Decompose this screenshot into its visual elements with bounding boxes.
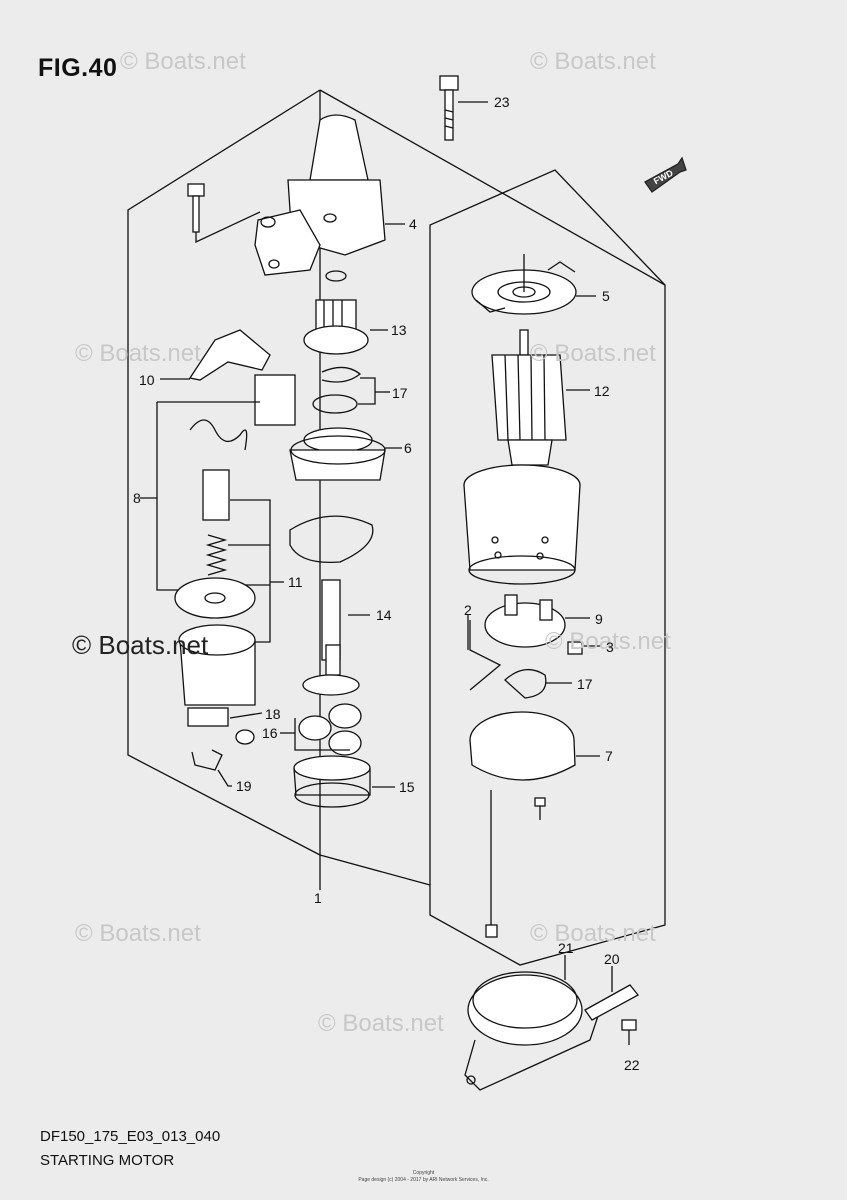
pinion-13-part[interactable] bbox=[303, 299, 369, 355]
callout-11[interactable]: 11 bbox=[288, 574, 303, 590]
center-watermark: © Boats.net bbox=[72, 630, 209, 660]
yoke-part[interactable] bbox=[463, 464, 581, 585]
small-bolt-part[interactable] bbox=[187, 183, 205, 233]
watermark: © Boats.net bbox=[530, 920, 656, 947]
solenoid-plate-part[interactable] bbox=[174, 577, 256, 619]
lever-10-part[interactable] bbox=[188, 329, 271, 381]
assembly-frame bbox=[127, 89, 321, 857]
terminal-bracket-20-part[interactable] bbox=[584, 984, 639, 1021]
callout-20[interactable]: 20 bbox=[604, 951, 620, 967]
callout-21[interactable]: 21 bbox=[558, 940, 574, 956]
washer-lower-17-part[interactable] bbox=[504, 668, 547, 699]
solenoid-bracket-part[interactable] bbox=[189, 374, 296, 451]
band-21-part[interactable] bbox=[464, 971, 601, 1091]
callout-18[interactable]: 18 bbox=[265, 706, 281, 722]
spring-part[interactable] bbox=[205, 534, 228, 576]
end-frame-7-part[interactable] bbox=[469, 711, 576, 781]
watermark: © Boats.net bbox=[75, 920, 201, 947]
armature-12-part[interactable] bbox=[491, 329, 567, 466]
nut-part[interactable] bbox=[235, 729, 255, 745]
watermark: © Boats.net bbox=[545, 628, 671, 655]
inner-frame bbox=[429, 169, 666, 885]
watermark: © Boats.net bbox=[318, 1010, 444, 1037]
shaft-14-part[interactable] bbox=[302, 579, 360, 696]
watermark: © Boats.net bbox=[530, 48, 656, 75]
callout-12[interactable]: 12 bbox=[594, 383, 610, 399]
callout-15[interactable]: 15 bbox=[399, 779, 415, 795]
through-bolt-part[interactable] bbox=[485, 790, 498, 938]
copyright-title: Copyright bbox=[412, 1170, 435, 1176]
solenoid-body-part[interactable] bbox=[178, 624, 256, 727]
callout-6[interactable]: 6 bbox=[404, 440, 412, 456]
bolt-23-part[interactable] bbox=[439, 75, 459, 141]
callout-17-lower[interactable]: 17 bbox=[577, 676, 593, 692]
callout-2[interactable]: 2 bbox=[464, 602, 472, 618]
callout-19[interactable]: 19 bbox=[236, 778, 252, 794]
figure-title: FIG.40 bbox=[38, 54, 118, 82]
lead-wire-part[interactable] bbox=[469, 620, 502, 691]
brush-holder-9-part[interactable] bbox=[484, 594, 566, 648]
plunger-part[interactable] bbox=[202, 469, 230, 521]
bolt-22-part[interactable] bbox=[621, 1019, 637, 1045]
snap-ring-17-part[interactable] bbox=[321, 366, 362, 383]
diagram-name: STARTING MOTOR bbox=[40, 1152, 175, 1169]
callout-7[interactable]: 7 bbox=[605, 748, 613, 764]
callout-9[interactable]: 9 bbox=[595, 611, 603, 627]
callout-8[interactable]: 8 bbox=[133, 490, 141, 506]
ring-gear-15-part[interactable] bbox=[293, 755, 371, 808]
screw-part[interactable] bbox=[534, 797, 546, 820]
callout-10[interactable]: 10 bbox=[139, 372, 155, 388]
clamp-19-part[interactable] bbox=[191, 749, 223, 771]
gasket-part[interactable] bbox=[289, 515, 374, 564]
washer-17-part[interactable] bbox=[312, 394, 358, 414]
fwd-arrow-icon bbox=[644, 156, 687, 193]
watermark: © Boats.net bbox=[75, 340, 201, 367]
callout-1[interactable]: 1 bbox=[314, 890, 322, 906]
callout-5[interactable]: 5 bbox=[602, 288, 610, 304]
callout-16[interactable]: 16 bbox=[262, 725, 278, 741]
nut-3-part[interactable] bbox=[567, 641, 583, 655]
callout-14[interactable]: 14 bbox=[376, 607, 392, 623]
callout-17[interactable]: 17 bbox=[392, 385, 408, 401]
callout-4[interactable]: 4 bbox=[409, 216, 417, 232]
diagram-code: DF150_175_E03_013_040 bbox=[40, 1128, 221, 1145]
watermark: © Boats.net bbox=[530, 340, 656, 367]
callout-22[interactable]: 22 bbox=[624, 1057, 640, 1073]
planet-gears-16-part[interactable] bbox=[298, 703, 362, 756]
copyright-line: Page design (c) 2004 - 2017 by ARI Netwo… bbox=[358, 1177, 489, 1183]
callout-23[interactable]: 23 bbox=[494, 94, 510, 110]
gear-cover-6-part[interactable] bbox=[289, 427, 386, 481]
housing-4-part[interactable] bbox=[254, 114, 386, 276]
callout-3[interactable]: 3 bbox=[606, 639, 614, 655]
watermark: © Boats.net bbox=[120, 48, 246, 75]
callout-13[interactable]: 13 bbox=[391, 322, 407, 338]
